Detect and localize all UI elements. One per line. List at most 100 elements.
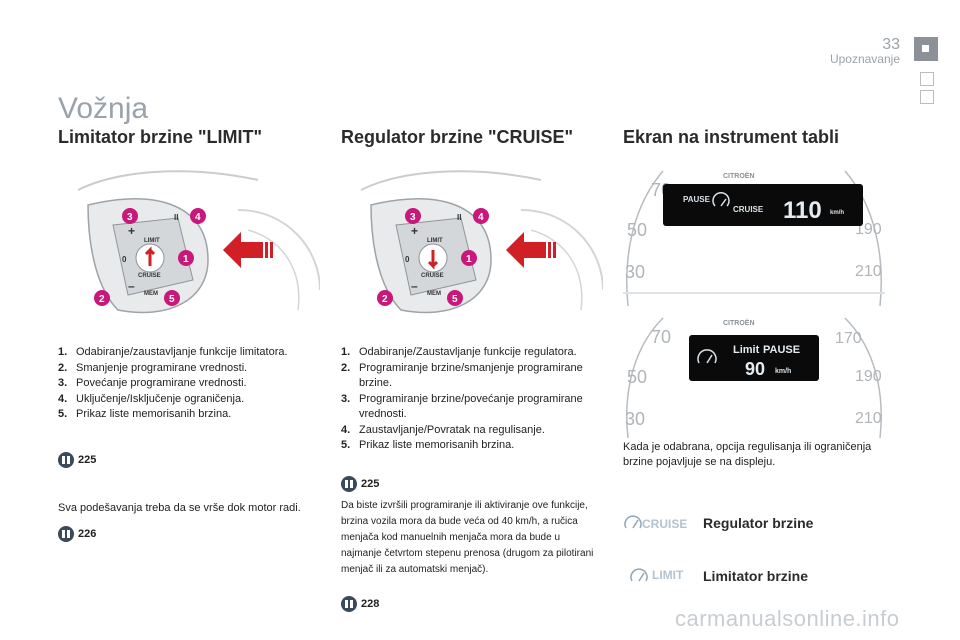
steering-wheel-illustration-regulator: LIMIT CRUISE MEM 0 II + – 3 4 1 2 5 (341, 170, 603, 326)
svg-text:CRUISE: CRUISE (733, 205, 764, 214)
list-item: 4.Zaustavljanje/Povratak na regulisanje. (341, 423, 545, 436)
instrument-display-limit: 70 50 30 170 190 210 CITROËN Limit PAUSE… (623, 313, 885, 443)
svg-text:210: 210 (855, 410, 882, 427)
section-title-regulator: Regulator brzine "CRUISE" (341, 127, 574, 147)
svg-text:5: 5 (169, 294, 175, 305)
list-item: 5.Prikaz liste memorisanih brzina. (341, 439, 515, 451)
svg-text:210: 210 (855, 263, 882, 280)
svg-text:30: 30 (625, 409, 645, 429)
svg-text:190: 190 (855, 368, 882, 385)
callout-5: 5 (447, 290, 463, 306)
svg-text:CITROËN: CITROËN (723, 319, 755, 327)
wheel-label-pause: II (174, 213, 178, 222)
list-item: 1.Odabiranje/Zaustavljanje funkcije regu… (341, 346, 577, 358)
list-item: 3.Povećanje programirane vrednosti. (58, 377, 247, 389)
svg-text:+: + (128, 224, 135, 238)
svg-text:CRUISE: CRUISE (642, 517, 687, 531)
svg-text:30: 30 (625, 262, 645, 282)
list-item: 3.Programiranje brzine/povećanje program… (341, 392, 583, 421)
svg-text:50: 50 (627, 367, 647, 387)
callout-4: 4 (190, 208, 206, 224)
reference-icon (341, 476, 357, 492)
red-arrow-icon (223, 232, 273, 268)
callout-2: 2 (94, 290, 110, 306)
list-item: 4.Uključenje/Isključenje ograničenja. (58, 392, 245, 405)
limit-legend-icon: LIMIT (628, 563, 694, 587)
svg-text:km/h: km/h (830, 210, 844, 216)
svg-text:110: 110 (783, 197, 822, 224)
svg-text:PAUSE: PAUSE (683, 195, 711, 204)
chapter-marker-outline (920, 90, 934, 104)
instrument-display-cruise: 70 50 30 170 190 210 CITROËN PAUSE CRUIS… (623, 166, 885, 316)
svg-text:170: 170 (835, 330, 862, 347)
svg-text:5: 5 (452, 294, 458, 305)
svg-text:2: 2 (382, 294, 388, 305)
svg-text:90: 90 (745, 359, 765, 379)
page-reference-link[interactable]: 226 (58, 526, 96, 542)
callout-3: 3 (405, 208, 421, 224)
page-reference-link[interactable]: 228 (341, 596, 379, 612)
list-item: 1.Odabiranje/zaustavljanje funkcije limi… (58, 346, 288, 358)
svg-text:km/h: km/h (775, 368, 791, 375)
callout-5: 5 (164, 290, 180, 306)
watermark: carmanualsonline.info (675, 606, 900, 631)
wheel-label-cruise: CRUISE (421, 273, 444, 279)
wheel-label-pause: II (457, 213, 461, 222)
wheel-label-zero: 0 (122, 255, 127, 264)
reference-icon (58, 526, 74, 542)
list-item: 5.Prikaz liste memorisanih brzina. (58, 408, 232, 420)
section-title-limitator: Limitator brzine "LIMIT" (58, 127, 263, 147)
list-item: 2.Programiranje brzine/smanjenje program… (341, 361, 583, 390)
page-reference-link[interactable]: 225 (341, 476, 379, 492)
svg-text:LIMIT: LIMIT (652, 568, 684, 582)
steering-wheel-illustration-limitator: LIMIT CRUISE MEM 0 II + – 3 4 1 2 5 (58, 170, 320, 326)
wheel-label-cruise: CRUISE (138, 273, 161, 279)
reference-icon (58, 452, 74, 468)
svg-text:–: – (128, 279, 135, 293)
svg-text:+: + (411, 224, 418, 238)
svg-text:2: 2 (99, 294, 105, 305)
svg-text:3: 3 (410, 212, 416, 223)
wheel-label-zero: 0 (405, 255, 410, 264)
svg-text:CITROËN: CITROËN (723, 172, 755, 180)
wheel-label-mem: MEM (427, 291, 441, 297)
chapter-title: Upoznavanje (829, 52, 900, 66)
svg-text:4: 4 (478, 212, 484, 223)
limitator-list: 1.Odabiranje/zaustavljanje funkcije limi… (58, 345, 320, 423)
page-title: Vožnja (58, 92, 149, 125)
callout-1: 1 (461, 250, 477, 266)
wheel-label-limit: LIMIT (144, 238, 160, 244)
cruise-gauge-icon (712, 191, 730, 207)
callout-4: 4 (473, 208, 489, 224)
legend-title-regulator: Regulator brzine (703, 515, 814, 531)
callout-1: 1 (178, 250, 194, 266)
svg-text:70: 70 (651, 327, 671, 347)
chapter-marker-outline (920, 72, 934, 86)
svg-text:Limit: Limit (733, 344, 760, 356)
svg-text:4: 4 (195, 212, 201, 223)
regulator-note: Da biste izvršili programiranje ili akti… (341, 500, 594, 575)
svg-text:3: 3 (127, 212, 133, 223)
wheel-label-mem: MEM (144, 291, 158, 297)
page-reference-link[interactable]: 225 (58, 452, 96, 468)
reference-icon (341, 596, 357, 612)
callout-3: 3 (122, 208, 138, 224)
display-note: Kada je odabrana, opcija regulisanja ili… (623, 441, 872, 468)
regulator-list: 1.Odabiranje/Zaustavljanje funkcije regu… (341, 345, 603, 454)
cruise-legend-icon: CRUISE (622, 510, 692, 534)
limitator-note: Sva podešavanja treba da se vrše dok mot… (58, 502, 301, 514)
chapter-marker-filled (914, 37, 938, 61)
section-title-display: Ekran na instrument tabli (623, 127, 840, 147)
callout-2: 2 (377, 290, 393, 306)
svg-text:1: 1 (466, 254, 472, 265)
svg-text:–: – (411, 279, 418, 293)
list-item: 2.Smanjenje programirane vrednosti. (58, 361, 248, 374)
svg-text:PAUSE: PAUSE (763, 344, 800, 356)
svg-text:50: 50 (627, 220, 647, 240)
red-arrow-icon (506, 232, 556, 268)
limit-gauge-icon (697, 349, 717, 364)
svg-text:1: 1 (183, 254, 189, 265)
wheel-label-limit: LIMIT (427, 238, 443, 244)
page-number: 33 (882, 36, 900, 53)
legend-title-limitator: Limitator brzine (703, 568, 809, 584)
